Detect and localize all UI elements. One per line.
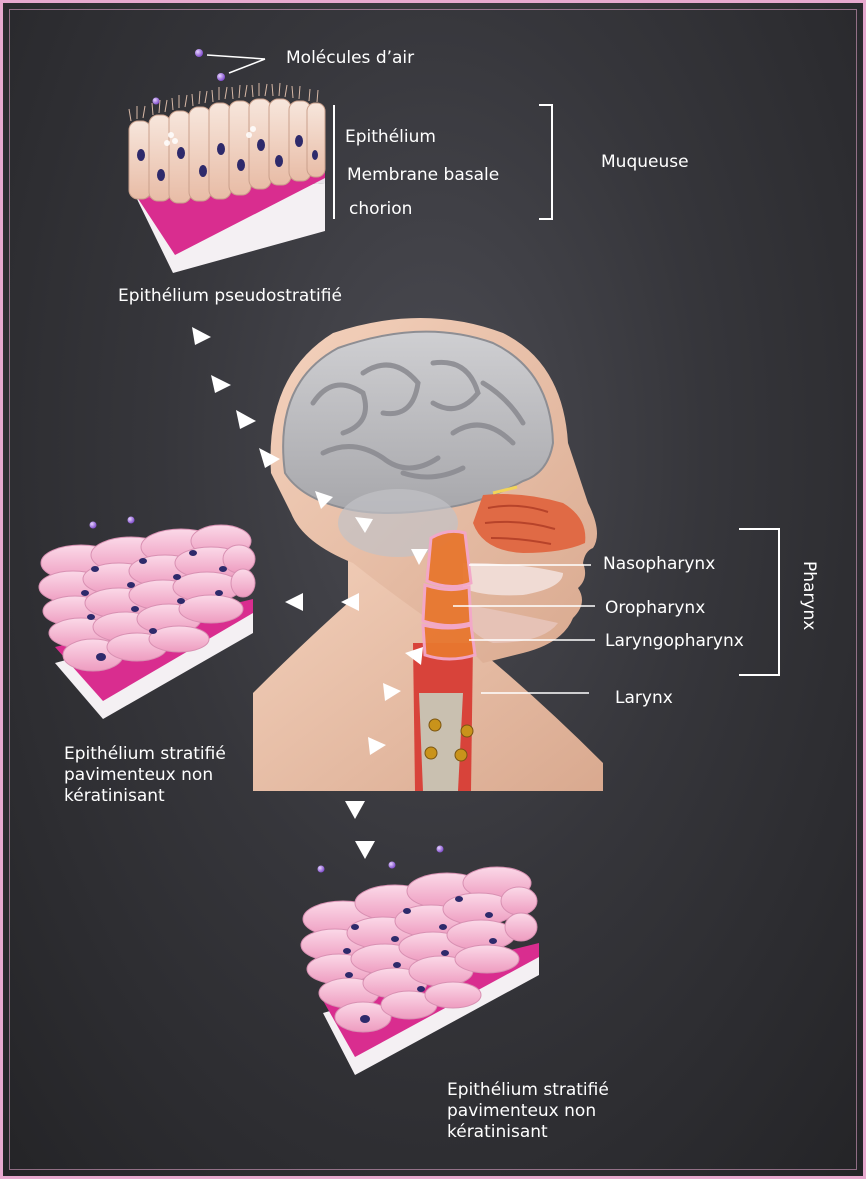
bottom-stratified-epithelium-block: [301, 867, 539, 1075]
chorion-layer-label: chorion: [349, 199, 412, 220]
caption-line: Epithélium stratifié: [447, 1080, 647, 1101]
pseudostratified-epithelium-block: [129, 83, 325, 273]
pharynx-segments: [423, 531, 475, 659]
left-stratified-caption: Epithélium stratifié pavimenteux non kér…: [64, 744, 264, 807]
caption-line: kératinisant: [447, 1122, 647, 1143]
basal-membrane-layer-label: Membrane basale: [347, 165, 499, 186]
caption-line: Epithélium stratifié: [64, 744, 264, 765]
epithelium-layer-label: Epithélium: [345, 127, 436, 148]
pharynx-group-label: Pharynx: [799, 561, 819, 630]
air-molecules-label: Molécules d’air: [286, 48, 414, 69]
head-illustration: [253, 318, 603, 791]
air-molecule-pointers: [207, 55, 265, 73]
larynx-label: Larynx: [615, 688, 673, 709]
nasopharynx-label: Nasopharynx: [603, 554, 715, 575]
pseudostratified-caption: Epithélium pseudostratifié: [118, 286, 342, 307]
left-stratified-epithelium-block: [39, 525, 255, 719]
bottom-stratified-caption: Epithélium stratifié pavimenteux non kér…: [447, 1080, 647, 1143]
caption-line: kératinisant: [64, 786, 264, 807]
pharynx-bracket: [739, 529, 779, 675]
caption-line: pavimenteux non: [447, 1101, 647, 1122]
laryngopharynx-label: Laryngopharynx: [605, 631, 744, 652]
oropharynx-label: Oropharynx: [605, 598, 705, 619]
mucosa-group-label: Muqueuse: [601, 152, 689, 173]
caption-line: pavimenteux non: [64, 765, 264, 786]
